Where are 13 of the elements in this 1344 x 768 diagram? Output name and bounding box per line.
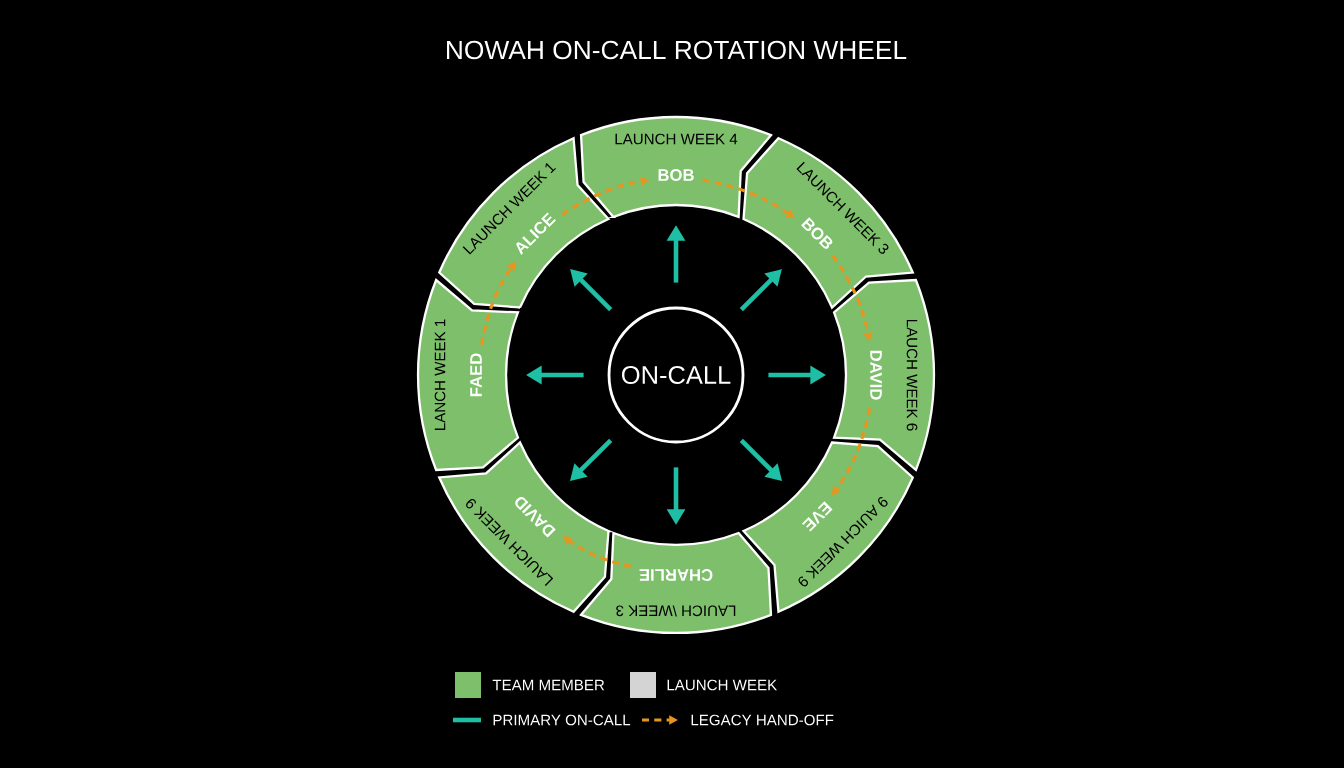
arrow [570, 269, 613, 312]
ring-segment: LAUNCH WEEK 4 BOB [579, 115, 773, 219]
arrow [739, 269, 782, 312]
ring-segment: LAUICH \WEEK 3 CHARLIE [579, 531, 773, 635]
legend-label: TEAM MEMBER [492, 679, 605, 691]
arrow [570, 438, 613, 481]
legend-label: LAUNCH WEEK [667, 679, 777, 691]
arrow [739, 438, 782, 481]
ring-segment: LAUCH WEEK 6 DAVID [832, 278, 936, 472]
legend-label: LEGACY HAND-OFF [691, 714, 834, 726]
ring-segment: LANCH WEEK 1 FAED [416, 278, 520, 472]
legend-label: PRIMARY ON-CALL [493, 714, 631, 726]
title: NOWAH ON-CALL ROTATION WHEEL [447, 40, 907, 60]
